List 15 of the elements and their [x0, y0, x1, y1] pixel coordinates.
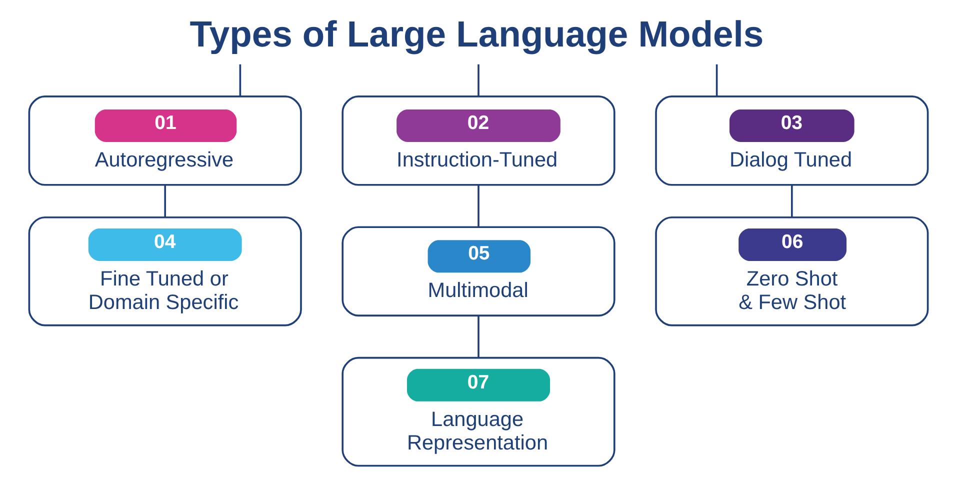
connector [791, 184, 793, 218]
node-box: 03 Dialog Tuned [655, 96, 929, 186]
node-text: Types of Large Language Models [190, 13, 764, 54]
connector [716, 64, 718, 96]
connector [478, 316, 480, 358]
node-box: 01 Autoregressive [28, 96, 302, 186]
node-box: 05 Multimodal [342, 226, 616, 316]
node-box: 04 Fine Tuned or Domain Specific [28, 216, 302, 326]
node-box: 02 Instruction-Tuned [342, 96, 616, 186]
connector [164, 184, 166, 218]
node-box: 07 Language Representation [342, 356, 616, 467]
connector [478, 184, 480, 227]
connector [478, 64, 480, 96]
connector [239, 64, 242, 96]
node-box: 06 Zero Shot & Few Shot [655, 216, 929, 326]
